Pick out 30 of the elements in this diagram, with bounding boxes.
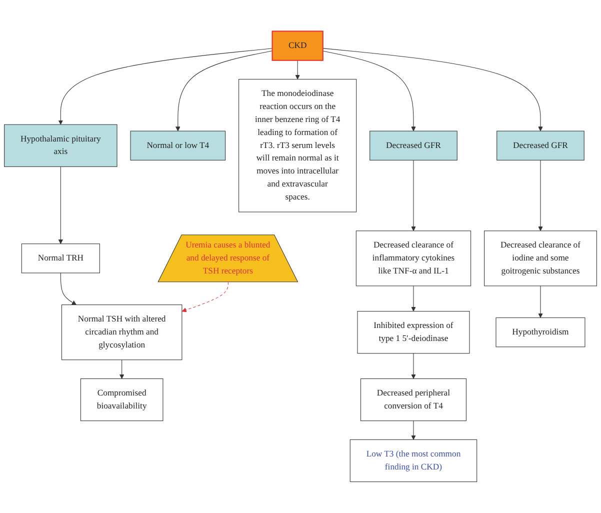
node-box: Compromised bioavailability bbox=[80, 378, 164, 422]
node-box: Normal TRH bbox=[21, 244, 100, 274]
node-box: Decreased GFR bbox=[496, 130, 584, 160]
node-box: The monodeiodinase reaction occurs on the inner benzene ring of T4 leading to formation of rT3. rT3 serum levels will remain normal as it moves into intracellular and extravascular spaces. bbox=[238, 78, 357, 212]
node-box: Decreased peripheral conversion of T4 bbox=[360, 378, 466, 422]
arrow bbox=[411, 286, 416, 312]
node-box: Inhibited expression of type 1 5′-deiodinase bbox=[357, 311, 470, 354]
node-box: Decreased clearance of inflammatory cytokines like TNF-α and IL-1 bbox=[356, 230, 472, 286]
node-box: CKD bbox=[272, 30, 324, 61]
arrow bbox=[411, 353, 416, 379]
arrow bbox=[119, 360, 124, 379]
node-box: Low T3 (the most common finding in CKD) bbox=[350, 439, 478, 482]
arrow bbox=[322, 50, 416, 132]
arrow bbox=[538, 160, 543, 232]
node-box: Normal or low T4 bbox=[130, 130, 226, 160]
arrow bbox=[60, 272, 76, 305]
node-box: Hypothyroidism bbox=[496, 317, 586, 348]
arrow bbox=[411, 420, 416, 440]
arrow bbox=[58, 166, 64, 244]
arrow bbox=[411, 160, 416, 232]
node-box: Normal TSH with altered circadian rhythm and glycosylation bbox=[61, 304, 182, 360]
node-box: Decreased GFR bbox=[370, 130, 458, 160]
arrow bbox=[58, 48, 273, 125]
arrow bbox=[295, 60, 300, 80]
node-box: Decreased clearance of iodine and some goitrogenic substances bbox=[484, 230, 597, 286]
node-box: Hypothalamic pituitary axis bbox=[4, 124, 118, 167]
arrow bbox=[322, 48, 543, 132]
arrow bbox=[538, 286, 543, 318]
arrow bbox=[176, 50, 273, 132]
arrow bbox=[182, 282, 228, 312]
